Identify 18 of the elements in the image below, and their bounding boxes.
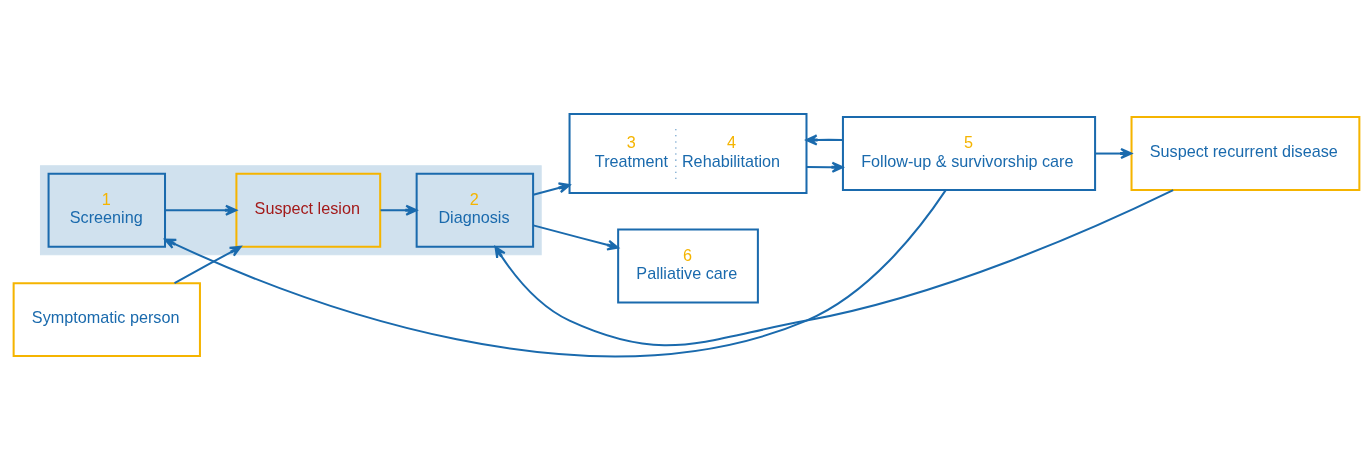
node-box: 1 Screening [47,172,166,248]
arrow [532,181,570,196]
arrow [163,189,947,357]
node-box: Suspect lesion [234,172,381,248]
node-box: Symptomatic person [12,281,201,357]
node-box: 3 Treatment 4 Rehabilitation [568,112,807,194]
node-box: Suspect recurrent disease [1130,115,1360,191]
arrow [1094,147,1132,159]
node-box: 2 Diagnosis [415,172,534,248]
node-box: 5 Follow-up & survivorship care [841,115,1096,191]
arrow [532,223,619,251]
arrow [493,188,1174,346]
node-box: 6 Palliative care [616,227,759,303]
arrow [380,204,417,216]
arrow [173,245,242,284]
arrow [164,204,237,216]
arrow [806,161,844,173]
arrow [805,133,843,145]
